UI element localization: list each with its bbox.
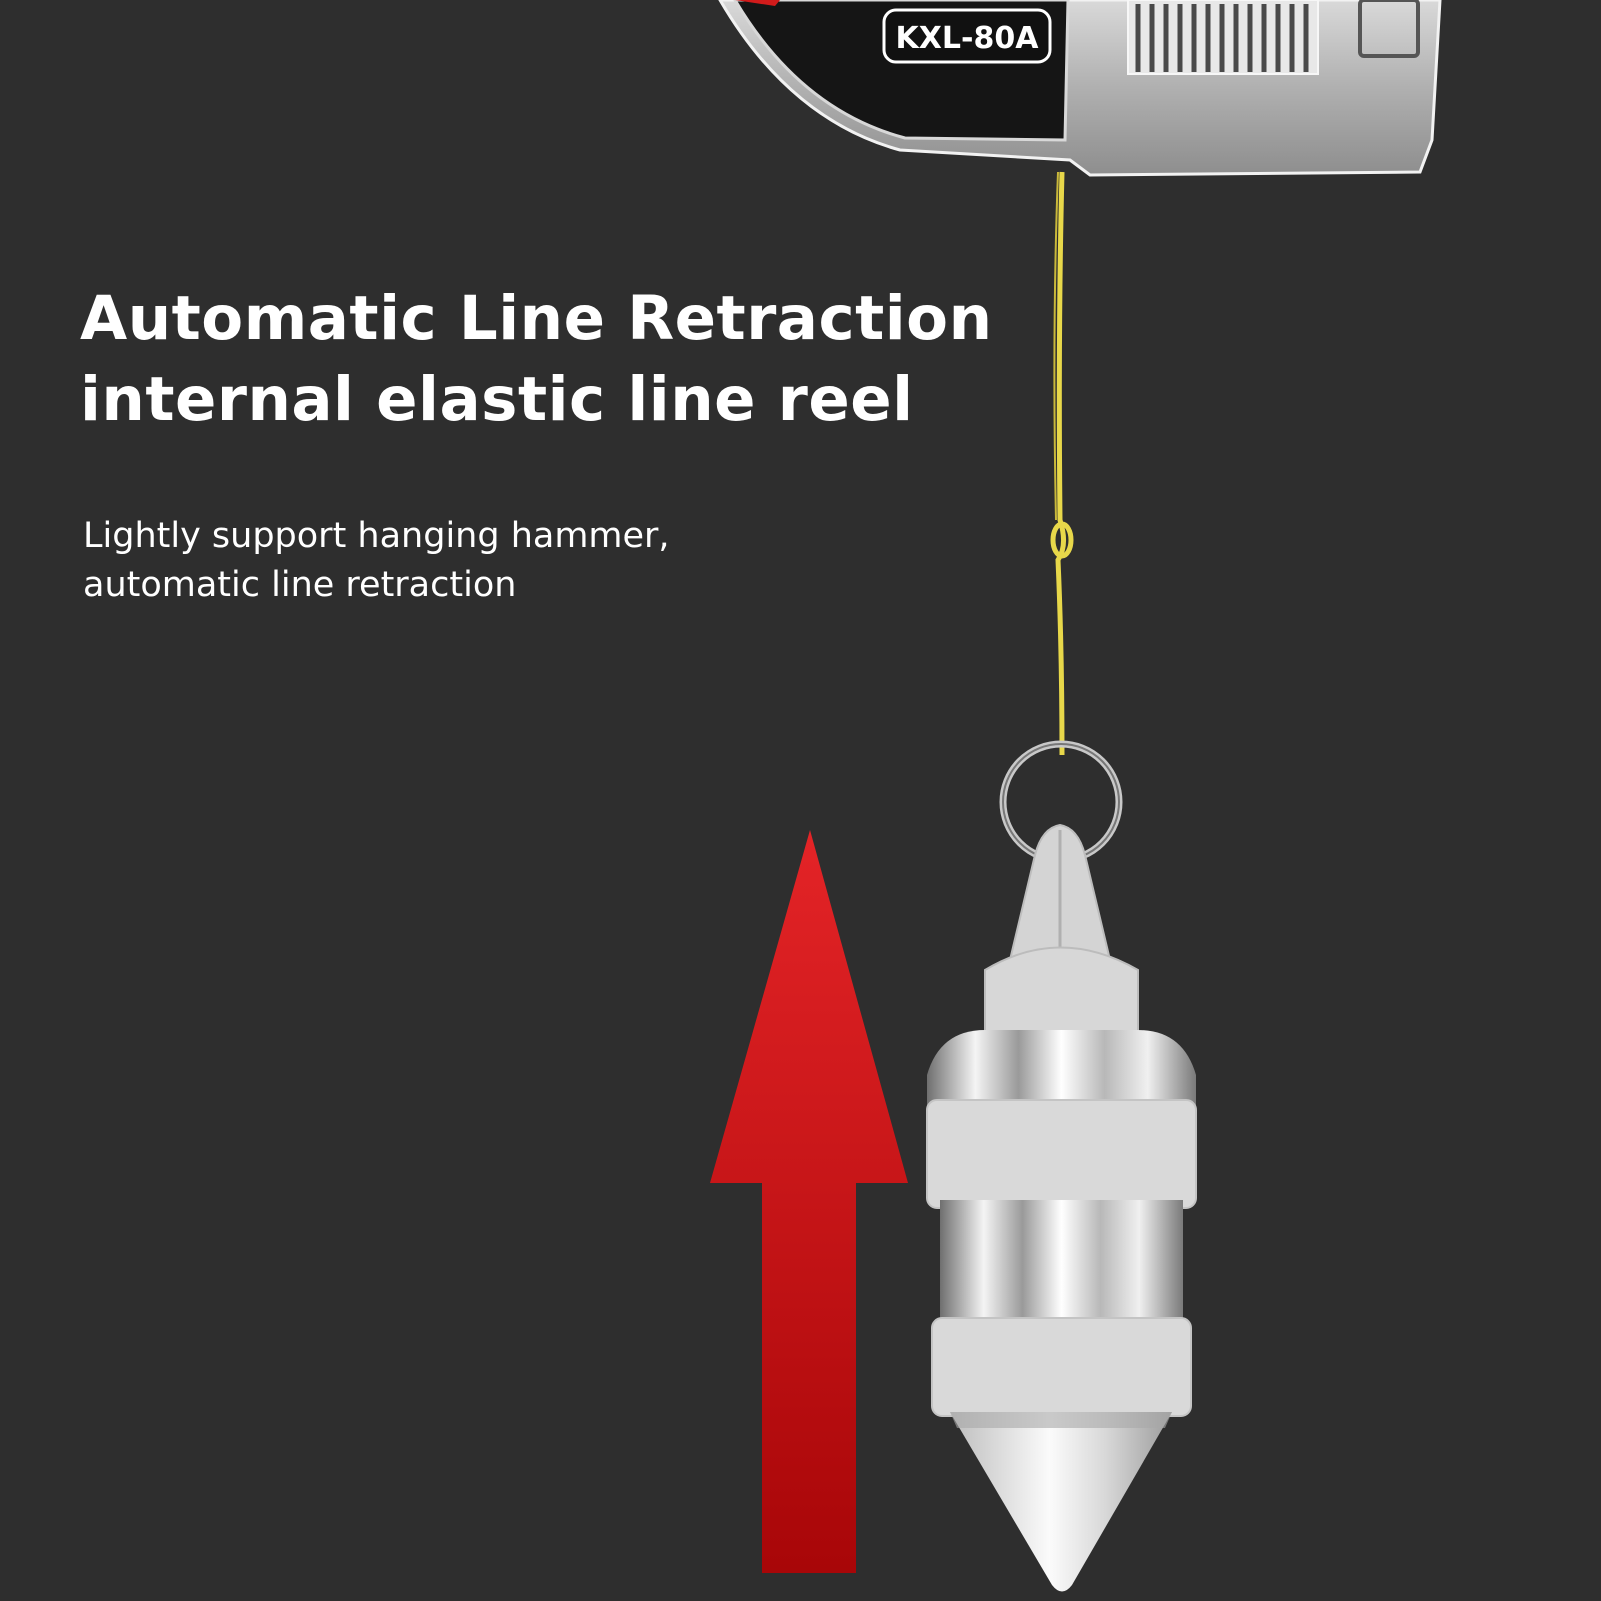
headline-line-1: Automatic Line Retraction xyxy=(80,283,993,354)
feature-description-line-2: automatic line retraction xyxy=(83,565,517,605)
reel-grip-ridges xyxy=(1135,4,1309,72)
feature-description: Lightly support hanging hammer, automati… xyxy=(83,512,670,610)
retraction-arrow xyxy=(710,830,908,1573)
plumb-bob xyxy=(926,740,1197,1592)
headline: Automatic Line Retraction internal elast… xyxy=(80,278,993,440)
elastic-line xyxy=(1050,171,1074,756)
feature-description-line-1: Lightly support hanging hammer, xyxy=(83,516,670,556)
headline-line-2: internal elastic line reel xyxy=(80,364,914,435)
reel-model-label: KXL-80A xyxy=(896,21,1040,56)
line-reel: KXL-80A xyxy=(718,0,1442,177)
